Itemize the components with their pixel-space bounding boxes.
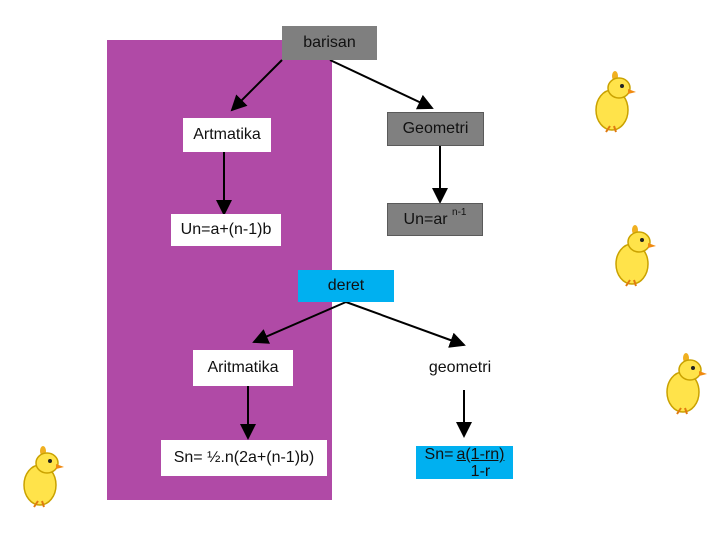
node-un-geo-exponent: n-1 (452, 206, 467, 218)
node-artmatika-label: Artmatika (193, 126, 261, 143)
node-geometri-top-label: Geometri (402, 120, 469, 137)
chick-icon (615, 225, 656, 287)
arrow-barisan-geometri (329, 59, 434, 110)
node-sn-geo-numerator: a(1-rn) (456, 446, 505, 463)
chick-icon (595, 71, 636, 133)
node-sn-geo-fraction: a(1-rn) 1-r (456, 446, 504, 480)
node-un-geo-base: Un=ar (403, 210, 448, 228)
node-sn-arith-label: Sn= ½.n(2a+(n-1)b) (173, 449, 315, 466)
node-artmatika: Artmatika (183, 118, 271, 152)
chick-icon (666, 353, 707, 415)
node-un-geo: Un=ar n-1 (387, 203, 483, 236)
node-un-arith: Un=a+(n-1)b (171, 214, 281, 246)
node-geometri-bottom: geometri (412, 350, 508, 386)
node-aritmatika-label: Aritmatika (207, 359, 279, 376)
node-sn-geo-prefix: Sn= (424, 446, 454, 463)
arrow-barisan-artmatika (230, 59, 283, 112)
node-sn-geo: Sn= a(1-rn) 1-r (416, 446, 513, 480)
node-sn-geo-denominator: 1-r (470, 463, 491, 480)
node-geometri-top: Geometri (387, 112, 484, 146)
node-sn-arith: Sn= ½.n(2a+(n-1)b) (161, 440, 327, 476)
node-aritmatika: Aritmatika (193, 350, 293, 386)
node-deret-label: deret (327, 277, 365, 294)
purple-background-panel (107, 40, 332, 500)
node-barisan: barisan (282, 26, 377, 60)
node-geometri-bottom-label: geometri (428, 359, 492, 376)
node-barisan-label: barisan (303, 34, 356, 51)
chick-icon (23, 446, 64, 508)
node-un-geo-label: Un=ar n-1 (403, 207, 467, 229)
arrow-deret-aritmatika (252, 301, 347, 344)
node-deret: deret (298, 270, 394, 302)
node-un-arith-label: Un=a+(n-1)b (180, 221, 272, 238)
arrow-deret-geometri (345, 301, 466, 348)
